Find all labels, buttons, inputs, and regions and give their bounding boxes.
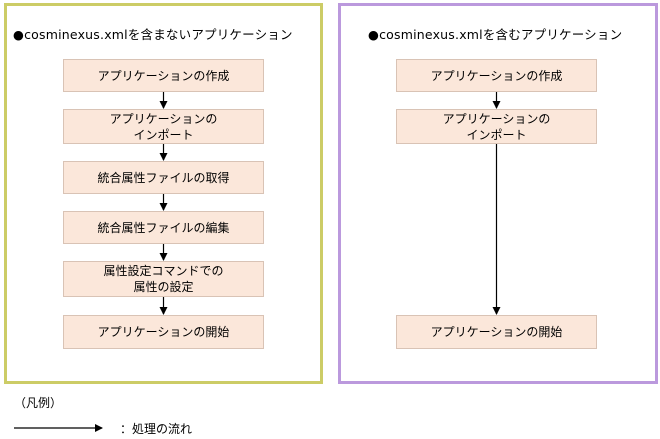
right-step-import-app: アプリケーションの インポート: [396, 109, 597, 144]
panel-without-cosminexus-xml: [4, 3, 323, 384]
left-step-start-app: アプリケーションの開始: [63, 315, 264, 349]
right-step-create-app: アプリケーションの作成: [396, 59, 597, 92]
left-step-edit-attr-file: 統合属性ファイルの編集: [63, 211, 264, 244]
legend-title: （凡例）: [14, 396, 63, 410]
right-step-start-app: アプリケーションの開始: [396, 315, 597, 349]
left-panel-title: ●cosminexus.xmlを含まないアプリケーション: [13, 27, 293, 42]
left-step-get-attr-file: 統合属性ファイルの取得: [63, 161, 264, 194]
panel-with-cosminexus-xml: [338, 3, 658, 384]
left-step-set-attr-by-command: 属性設定コマンドでの 属性の設定: [63, 261, 264, 297]
left-step-import-app: アプリケーションの インポート: [63, 109, 264, 144]
left-step-create-app: アプリケーションの作成: [63, 59, 264, 92]
right-panel-title: ●cosminexus.xmlを含むアプリケーション: [368, 27, 623, 42]
legend-arrow-label: ：処理の流れ: [120, 422, 193, 436]
